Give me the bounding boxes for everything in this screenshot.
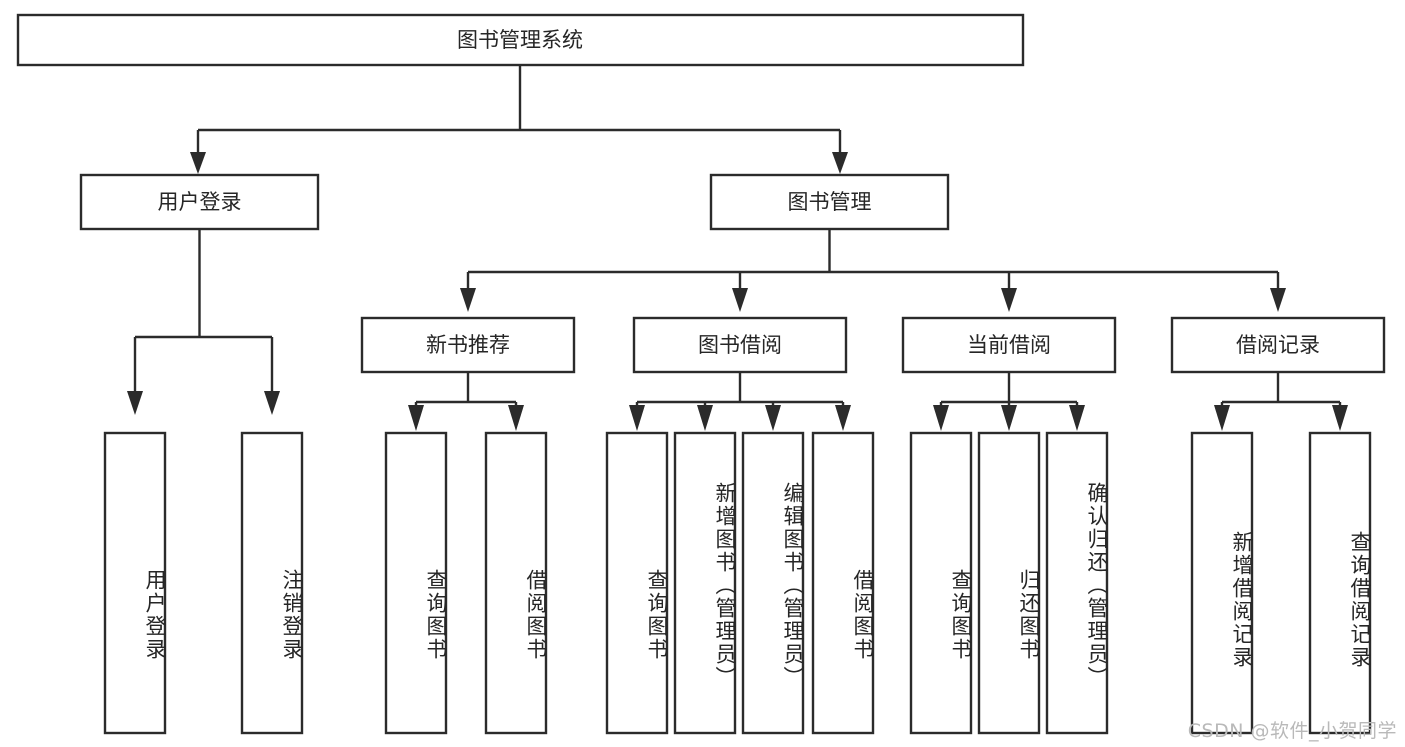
node-user-login[interactable]: 用户登录 <box>79 173 320 231</box>
arrow-head-icon <box>190 152 206 174</box>
node-root-label: 图书管理系统 <box>457 28 583 52</box>
node-book-borrow[interactable]: 图书借阅 <box>632 316 848 374</box>
node-book-management[interactable]: 图书管理 <box>709 173 950 231</box>
node-current-borrow-box[interactable] <box>901 316 1117 374</box>
connector-userlogin-to-leaves <box>127 229 280 415</box>
arrow-head-icon <box>1270 288 1286 312</box>
arrow-head-icon <box>1001 405 1017 431</box>
node-borrow-record-label: 借阅记录 <box>1236 333 1320 357</box>
node-user-login-label: 用户登录 <box>158 190 242 214</box>
arrow-head-icon <box>765 405 781 431</box>
node-user-login-box[interactable] <box>79 173 320 231</box>
leaf-box-user-login-2[interactable] <box>240 431 304 735</box>
node-book-management-label: 图书管理 <box>788 190 872 214</box>
connector-borrowrecord-to-leaves <box>1214 372 1348 431</box>
leaf-box-book-borrow-1[interactable] <box>605 431 669 735</box>
arrow-head-icon <box>1001 288 1017 312</box>
leaf-box-borrow-record-1[interactable] <box>1190 431 1254 735</box>
arrow-head-icon <box>127 391 143 415</box>
leaf-box-current-borrow-1[interactable] <box>909 431 973 735</box>
arrow-head-icon <box>697 405 713 431</box>
arrow-head-icon <box>508 405 524 431</box>
node-new-book-recommend-label: 新书推荐 <box>426 333 510 357</box>
leaf-box-new-book-2[interactable] <box>484 431 548 735</box>
arrow-head-icon <box>835 405 851 431</box>
node-new-book-recommend[interactable]: 新书推荐 <box>360 316 576 374</box>
connector-currentborrow-to-leaves <box>933 372 1085 431</box>
node-root-box[interactable] <box>16 13 1025 67</box>
leaf-box-current-borrow-3[interactable] <box>1045 431 1109 735</box>
leaf-box-new-book-1[interactable] <box>384 431 448 735</box>
arrow-head-icon <box>264 391 280 415</box>
node-book-borrow-label: 图书借阅 <box>698 333 782 357</box>
arrow-head-icon <box>832 152 848 174</box>
arrow-head-icon <box>1214 405 1230 431</box>
node-current-borrow-label: 当前借阅 <box>967 333 1051 357</box>
leaf-box-user-login-1[interactable] <box>103 431 167 735</box>
leaf-box-book-borrow-4[interactable] <box>811 431 875 735</box>
leaf-box-book-borrow-3[interactable] <box>741 431 805 735</box>
leaf-box-borrow-record-2[interactable] <box>1308 431 1372 735</box>
arrow-head-icon <box>1069 405 1085 431</box>
connector-bookmgmt-to-level3 <box>460 229 1286 312</box>
leaf-box-book-borrow-2[interactable] <box>673 431 737 735</box>
csdn-watermark: CSDN @软件_小贺同学 <box>1187 720 1397 742</box>
connector-newbook-to-leaves <box>408 372 524 431</box>
connector-root-to-level2 <box>190 65 848 174</box>
arrow-head-icon <box>732 288 748 312</box>
node-root[interactable]: 图书管理系统 <box>16 13 1025 67</box>
arrow-head-icon <box>1332 405 1348 431</box>
arrow-head-icon <box>408 405 424 431</box>
leaf-box-current-borrow-2[interactable] <box>977 431 1041 735</box>
arrow-head-icon <box>933 405 949 431</box>
arrow-head-icon <box>629 405 645 431</box>
node-current-borrow[interactable]: 当前借阅 <box>901 316 1117 374</box>
arrow-head-icon <box>460 288 476 312</box>
connector-bookborrow-to-leaves <box>629 372 851 431</box>
node-borrow-record[interactable]: 借阅记录 <box>1170 316 1386 374</box>
node-new-book-recommend-box[interactable] <box>360 316 576 374</box>
